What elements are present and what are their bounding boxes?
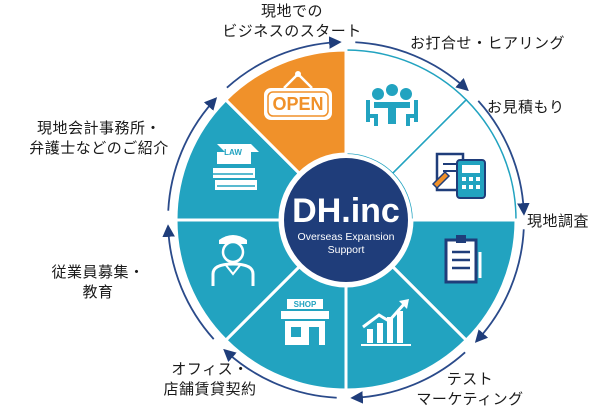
label-professional-introduction-line2: 弁護士などのご紹介 bbox=[29, 139, 169, 157]
flow-arrow bbox=[226, 36, 342, 89]
label-office-lease-line1: オフィス・ bbox=[171, 360, 249, 378]
company-name: DH.inc bbox=[292, 192, 400, 230]
label-business-start: 現地での ビジネスのスタート bbox=[192, 1, 392, 41]
growth-chart-icon bbox=[361, 299, 411, 346]
label-professional-introduction-line1: 現地会計事務所・ bbox=[36, 119, 161, 137]
label-test-marketing: テスト マーケティング bbox=[400, 369, 540, 409]
law-books-icon: LAW bbox=[213, 144, 259, 190]
label-recruitment-line2: 教育 bbox=[82, 283, 114, 301]
company-tagline-line1: Overseas Expansion bbox=[298, 231, 395, 243]
label-office-lease-line2: 店舗賃貸契約 bbox=[163, 380, 257, 398]
label-estimate-line1: お見積もり bbox=[487, 98, 565, 116]
flow-arrow bbox=[474, 229, 525, 343]
flow-arrow bbox=[350, 351, 466, 404]
meeting-icon bbox=[366, 84, 418, 126]
label-hearing: お打合せ・ヒアリング bbox=[410, 33, 565, 53]
label-estimate: お見積もり bbox=[487, 97, 565, 117]
estimate-calculator-icon bbox=[431, 152, 486, 199]
law-book-text: LAW bbox=[224, 148, 242, 157]
flow-arrow bbox=[355, 41, 469, 92]
label-office-lease: オフィス・ 店舗賃貸契約 bbox=[140, 359, 280, 399]
label-recruitment: 従業員募集・ 教育 bbox=[28, 262, 168, 302]
label-recruitment-line1: 従業員募集・ bbox=[51, 263, 145, 281]
flow-arrow bbox=[223, 348, 337, 399]
clipboard-survey-icon bbox=[444, 235, 482, 284]
flow-arrow bbox=[162, 224, 215, 340]
shop-sign-text: SHOP bbox=[294, 300, 317, 309]
shop-storefront-icon: SHOP bbox=[281, 299, 329, 345]
label-professional-introduction: 現地会計事務所・ 弁護士などのご紹介 bbox=[4, 118, 194, 158]
open-sign-icon: OPEN bbox=[264, 71, 332, 120]
label-survey: 現地調査 bbox=[527, 211, 589, 231]
flow-arrows bbox=[162, 36, 530, 404]
worker-icon bbox=[211, 235, 255, 286]
label-test-marketing-line2: マーケティング bbox=[416, 390, 524, 408]
label-business-start-line2: ビジネスのスタート bbox=[222, 22, 362, 40]
center-badge: DH.inc Overseas Expansion Support bbox=[280, 154, 412, 286]
flow-arrow bbox=[167, 97, 218, 211]
label-test-marketing-line1: テスト bbox=[446, 370, 494, 388]
company-tagline-line2: Support bbox=[328, 244, 365, 256]
segment-icons: SHOP LAW OPEN bbox=[211, 71, 486, 346]
label-business-start-line1: 現地での bbox=[260, 2, 323, 20]
label-survey-line1: 現地調査 bbox=[527, 212, 590, 230]
open-sign-text: OPEN bbox=[272, 94, 323, 114]
label-hearing-line1: お打合せ・ヒアリング bbox=[410, 34, 566, 52]
flow-arrow bbox=[477, 100, 530, 216]
